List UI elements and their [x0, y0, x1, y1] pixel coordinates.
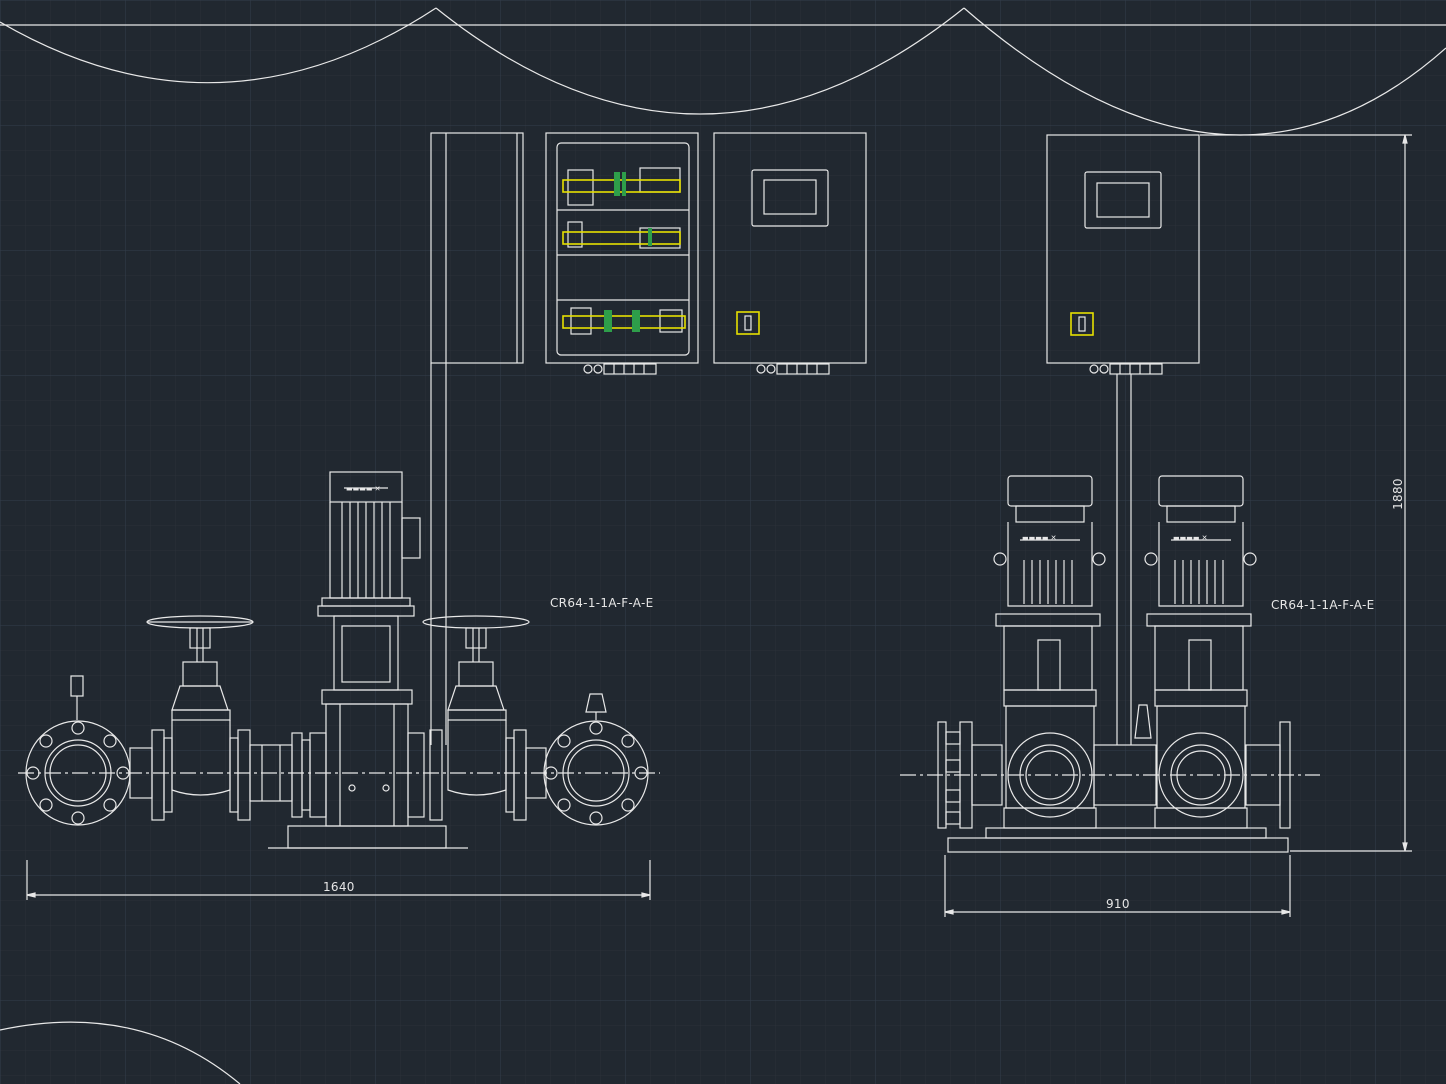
key-switch-icon [736, 311, 760, 335]
controller-cabinet-right [1046, 134, 1200, 745]
dimension-text-1640: 1640 [323, 880, 355, 894]
grundfos-x-logo: ▬▬▬▬ ✕ ▬▬▬▬ ✕ ▬▬▬▬ ✕ [346, 485, 1208, 542]
dimension-right-height [1200, 134, 1412, 852]
gate-valve-right [422, 615, 530, 821]
svg-text:▬▬▬▬ ✕: ▬▬▬▬ ✕ [346, 485, 381, 493]
gate-valve-left [146, 615, 254, 821]
ceiling-arc-3 [963, 7, 1446, 136]
controller-cabinet-middle [713, 132, 867, 375]
pump-model-label-right: CR64-1-1A-F-A-E [1271, 598, 1375, 612]
pump-right-a [993, 475, 1106, 829]
key-switch-icon [1070, 312, 1094, 336]
flange-right-outer [543, 693, 649, 826]
dimension-text-910: 910 [1106, 897, 1130, 911]
ceiling-arc-2 [435, 7, 965, 115]
dimension-text-1880: 1880 [1390, 478, 1405, 510]
pump-left [268, 471, 468, 849]
dimension-right-width [944, 855, 1291, 917]
svg-text:▬▬▬▬ ✕: ▬▬▬▬ ✕ [1022, 534, 1057, 542]
dimension-left-width [26, 860, 651, 900]
pump-right-b [1144, 475, 1257, 829]
control-cabinet-open [545, 132, 699, 364]
svg-text:▬▬▬▬ ✕: ▬▬▬▬ ✕ [1173, 534, 1208, 542]
flange-left-outer [25, 675, 131, 826]
manifold-pipe [1093, 744, 1157, 806]
cable-glands-1 [583, 363, 657, 375]
floor-arc [0, 1021, 241, 1084]
end-flange-left [937, 721, 1003, 829]
control-cabinet-side [430, 132, 524, 364]
ceiling-arc-1 [0, 7, 437, 84]
end-flange-right [1245, 721, 1291, 829]
terminal-blocks [604, 172, 652, 332]
pump-model-label-left: CR64-1-1A-F-A-E [550, 596, 654, 610]
din-rails-highlight [562, 179, 686, 329]
